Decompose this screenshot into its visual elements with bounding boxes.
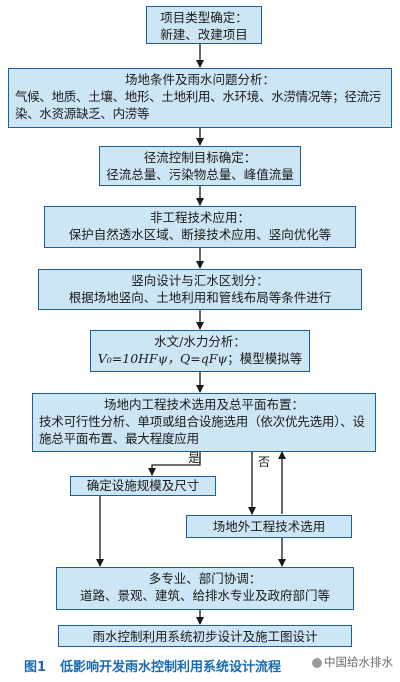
no-label: 否: [258, 455, 271, 469]
offsite-tech-title: 场地外工程技术选用: [212, 519, 326, 534]
non-engineering-text: 保护自然透水区域、断接技术应用、竖向优化等: [68, 227, 332, 242]
facility-scale-box: 确定设施规模及尺寸: [70, 476, 216, 496]
hydrology-equation: V₀=10HFψ，Q=qFψ；模型模拟等: [97, 350, 303, 367]
watermark-text: 中国给水排水: [324, 655, 393, 669]
vertical-design-text: 根据场地竖向、土地利用和管线布局等条件进行: [68, 290, 332, 305]
project-type-text: 新建、改建项目: [160, 27, 248, 42]
site-analysis-box: 场地条件及雨水问题分析： 气候、地质、土壤、地形、土地利用、水环境、水涝情况等；…: [8, 68, 392, 128]
vertical-design-title: 竖向设计与汇水区划分：: [131, 273, 269, 288]
onsite-tech-text: 技术可行性分析、单项或组合设施选用（依次优先选用）、设施总平面布置、最大程度应用: [39, 414, 365, 446]
yes-label: 是: [188, 451, 201, 465]
hydrology-formula: V₀=10HFψ，Q=qFψ: [97, 351, 228, 366]
coordination-box: 多专业、部门协调： 道路、景观、建筑、给排水专业及政府部门等: [56, 567, 354, 610]
hydrology-suffix: ；模型模拟等: [227, 351, 303, 366]
control-target-text: 径流总量、污染物总量、峰值流量: [106, 167, 294, 182]
watermark: 中国给水排水: [312, 654, 393, 670]
site-analysis-text: 气候、地质、土壤、地形、土地利用、水环境、水涝情况等；径流污染、水资源缺乏、内涝…: [15, 89, 382, 121]
coordination-title: 多专业、部门协调：: [148, 571, 262, 586]
offsite-tech-box: 场地外工程技术选用: [186, 515, 352, 538]
onsite-tech-title: 场地内工程技术选用及总平面布置：: [103, 397, 304, 412]
hydrology-title: 水文/水力分析：: [154, 334, 246, 349]
control-target-title: 径流控制目标确定：: [143, 150, 257, 165]
facility-scale-title: 确定设施规模及尺寸: [86, 478, 200, 493]
non-engineering-title: 非工程技术应用：: [149, 210, 250, 225]
vertical-design-box: 竖向设计与汇水区划分： 根据场地竖向、土地利用和管线布局等条件进行: [38, 269, 362, 310]
project-type-box: 项目类型确定： 新建、改建项目: [146, 6, 262, 44]
site-analysis-title: 场地条件及雨水问题分析：: [124, 72, 275, 87]
final-design-title: 雨水控制利用系统初步设计及施工图设计: [92, 629, 318, 644]
arrow-onsite-yes-to-scale: [148, 452, 201, 476]
figure-caption: 图1 低影响开发雨水控制利用系统设计流程: [24, 656, 384, 675]
final-design-box: 雨水控制利用系统初步设计及施工图设计: [58, 625, 352, 647]
figure-caption-text: 低影响开发雨水控制利用系统设计流程: [60, 660, 282, 675]
figure-number: 图1: [24, 660, 47, 675]
onsite-tech-box: 场地内工程技术选用及总平面布置： 技术可行性分析、单项或组合设施选用（依次优先选…: [32, 393, 376, 452]
coordination-text: 道路、景观、建筑、给排水专业及政府部门等: [79, 588, 330, 603]
hydrology-box: 水文/水力分析： V₀=10HFψ，Q=qFψ；模型模拟等: [90, 330, 310, 372]
project-type-title: 项目类型确定：: [160, 10, 248, 25]
non-engineering-box: 非工程技术应用： 保护自然透水区域、断接技术应用、竖向优化等: [44, 206, 356, 248]
control-target-box: 径流控制目标确定： 径流总量、污染物总量、峰值流量: [99, 146, 301, 186]
watermark-logo-icon: [312, 657, 322, 668]
